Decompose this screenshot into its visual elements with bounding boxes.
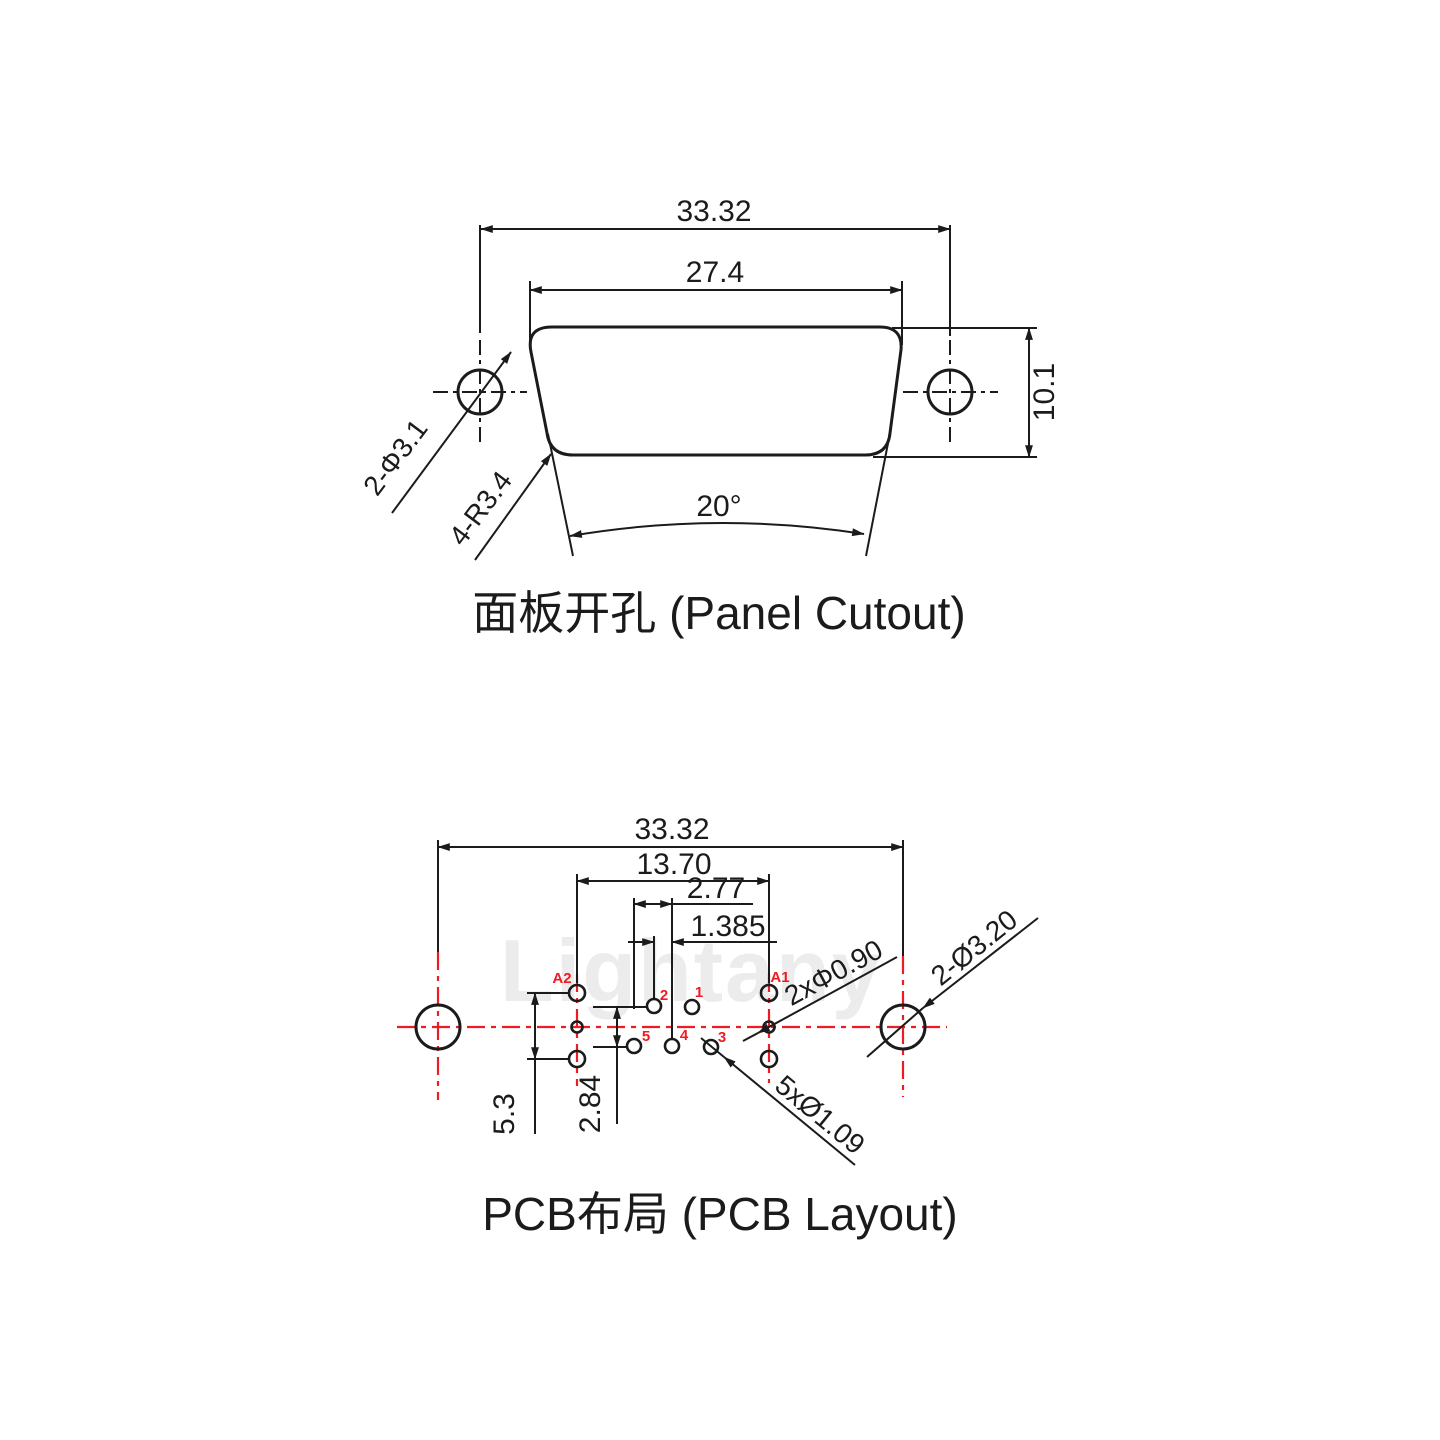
panel-cutout-drawing: 33.32 27.4 10.1 20° <box>357 195 1061 639</box>
panel-dim-height-label: 10.1 <box>1028 363 1061 421</box>
panel-dim-height: 10.1 <box>873 327 1061 458</box>
panel-taper-angle-label: 20° <box>696 490 741 523</box>
pcb-dim-row-offset-label: 1.385 <box>690 910 765 943</box>
pcb-dim-overall-width: 33.32 <box>437 813 904 956</box>
pcb-layout-drawing: 33.32 13.70 2.77 1.3 <box>397 813 1039 1240</box>
pcb-pin-labels: A2 A1 2 1 5 4 3 <box>552 969 789 1046</box>
pcb-layout-title: PCB布局 (PCB Layout) <box>482 1188 957 1240</box>
pin-label-a2: A2 <box>552 970 571 987</box>
panel-dim-overall-width: 33.32 <box>479 195 951 336</box>
panel-taper-angle: 20° <box>547 432 891 557</box>
pcb-dim-coax-span: 5.3 <box>488 992 569 1135</box>
pcb-dim-overall-width-label: 33.32 <box>634 813 709 846</box>
dsub-cutout-outline <box>528 325 903 457</box>
pcb-signal-pin-callout-label: 5xØ1.09 <box>769 1069 870 1160</box>
pcb-signal-pin-holes <box>625 997 720 1056</box>
pcb-mount-hole-callout: 2-Ø3.20 <box>866 904 1039 1058</box>
pcb-dim-row-spacing: 2.84 <box>574 1006 646 1133</box>
panel-dim-overall-width-label: 33.32 <box>676 195 751 228</box>
panel-dim-cutout-width: 27.4 <box>529 256 903 345</box>
pcb-mount-hole-left <box>414 1003 462 1051</box>
watermark: Lightany <box>500 921 883 1020</box>
panel-cutout-title: 面板开孔 (Panel Cutout) <box>472 587 965 639</box>
pcb-dim-pin-pitch-label: 2.77 <box>687 872 745 905</box>
pcb-dim-coax-span-label: 5.3 <box>488 1093 521 1135</box>
panel-hole-centerlines <box>433 340 998 443</box>
pcb-signal-pin-callout: 5xØ1.09 <box>700 1037 871 1166</box>
pcb-coax-center-hole-callout: 2xΦ0.90 <box>742 934 898 1042</box>
pcb-mount-hole-right <box>879 1003 927 1051</box>
pcb-dim-pin-pitch: 2.77 <box>633 872 753 1038</box>
panel-mount-hole-callout-label: 2-Φ3.1 <box>357 414 434 501</box>
pcb-dim-row-offset: 1.385 <box>628 910 777 998</box>
panel-corner-radius-callout: 4-R3.4 <box>443 453 552 561</box>
pin-label-a1: A1 <box>770 969 789 986</box>
pin-label-5: 5 <box>642 1028 650 1045</box>
pin-label-3: 3 <box>718 1029 726 1046</box>
pcb-coax-center-hole-callout-label: 2xΦ0.90 <box>779 934 887 1012</box>
pin-label-4: 4 <box>680 1027 689 1044</box>
pcb-dim-row-spacing-label: 2.84 <box>574 1075 607 1133</box>
pin-label-2: 2 <box>660 987 668 1004</box>
pcb-dim-coax-pitch: 13.70 <box>576 848 770 983</box>
panel-dim-cutout-width-label: 27.4 <box>686 256 744 289</box>
pcb-dim-coax-pitch-label: 13.70 <box>636 848 711 881</box>
pcb-mount-hole-callout-label: 2-Ø3.20 <box>925 904 1023 992</box>
panel-corner-radius-callout-label: 4-R3.4 <box>443 465 518 551</box>
pin-label-1: 1 <box>695 984 703 1001</box>
